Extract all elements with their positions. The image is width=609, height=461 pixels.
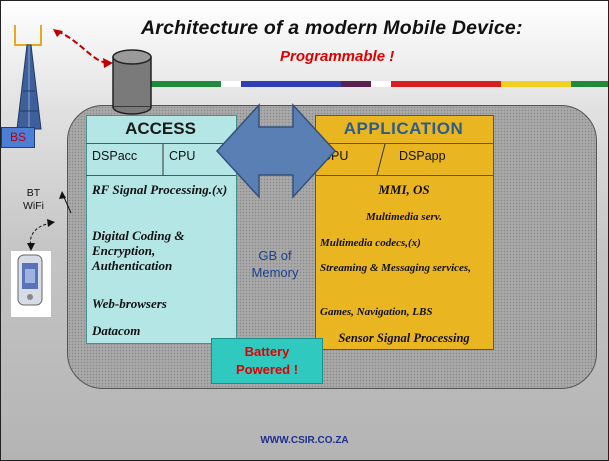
access-cpu-label: CPU (169, 149, 196, 163)
access-item: Web-browsers (92, 296, 167, 311)
divider (315, 143, 493, 144)
application-cell-divider (376, 143, 386, 176)
signal-arrow (53, 29, 113, 68)
bt-label: BT (26, 187, 41, 199)
application-item: Multimedia codecs,(x) (320, 237, 421, 249)
access-title: ACCESS (125, 119, 196, 138)
battery-line2: Powered ! (235, 362, 299, 377)
color-bar-segment (391, 81, 501, 87)
color-bar-segment (371, 81, 391, 87)
slide-title: Architecture of a modern Mobile Device: (141, 17, 523, 39)
color-bar-segment (501, 81, 571, 87)
connectivity-label: BT WiFi (23, 187, 44, 213)
application-dsp-label: DSPapp (399, 149, 446, 163)
memory-label-line2: Memory (251, 265, 299, 280)
access-item: Digital Coding & Encryption, Authenticat… (92, 228, 185, 273)
application-item: Multimedia serv. (366, 211, 442, 223)
color-bar-segment (241, 81, 341, 87)
memory-label-line1: GB of (258, 248, 292, 263)
access-item: Datacom (92, 323, 141, 338)
tower-icon (16, 44, 42, 130)
phone-icon (11, 251, 51, 317)
color-bar-segment (151, 81, 221, 87)
access-item: RF Signal Processing.(x) (92, 182, 228, 197)
memory-label: GB of Memory (237, 247, 313, 281)
color-bar-segment (571, 81, 608, 87)
color-bar-segment (221, 81, 241, 87)
application-item: Streaming & Messaging services, (320, 262, 471, 274)
access-dsp-label: DSPacc (92, 149, 138, 163)
application-item: MMI, OS (378, 182, 430, 197)
wifi-label: WiFi (23, 200, 44, 212)
battery-line1: Battery (244, 344, 290, 359)
divider (315, 175, 493, 176)
slide-subtitle: Programmable ! (280, 48, 395, 65)
divider (86, 143, 236, 144)
base-station-label: BS (1, 127, 35, 148)
database-icon (112, 49, 152, 115)
wireless-arrow (27, 191, 72, 251)
application-title: APPLICATION (343, 119, 464, 138)
divider (86, 175, 236, 176)
battery-badge: Battery Powered ! (211, 338, 323, 384)
footer-url[interactable]: WWW.CSIR.CO.ZA (260, 435, 349, 446)
double-arrow-icon (215, 103, 337, 199)
access-block (86, 115, 237, 344)
color-bar-segment (341, 81, 371, 87)
application-item: Games, Navigation, LBS (320, 306, 433, 318)
application-block (315, 115, 494, 350)
application-item: Sensor Signal Processing (338, 331, 470, 345)
